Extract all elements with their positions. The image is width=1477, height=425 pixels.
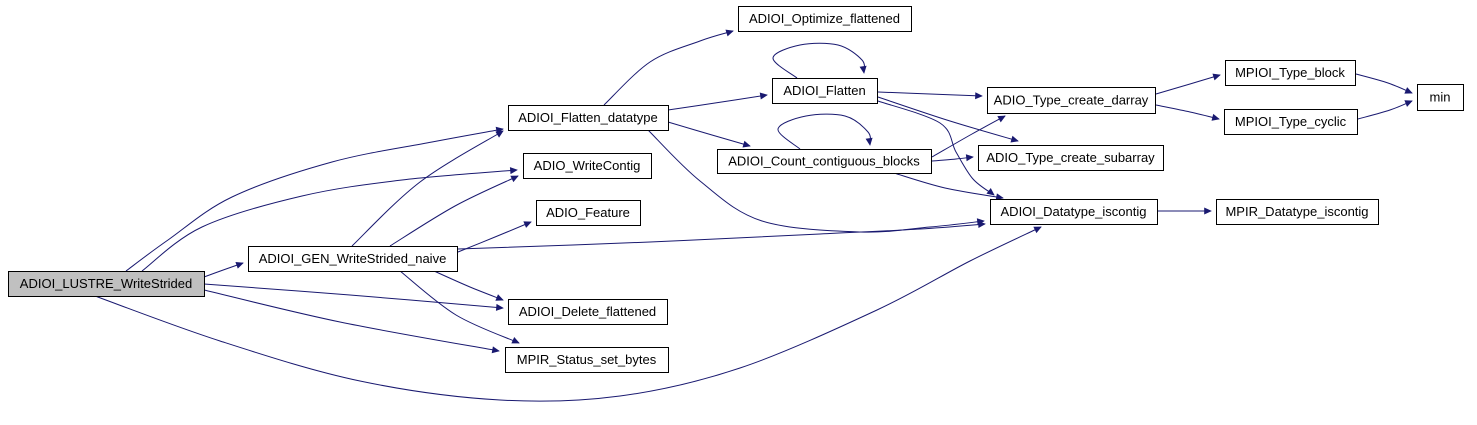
- edge-flatten-to-create_subarray: [877, 96, 1019, 143]
- edge-lustre-to-gen_naive: [203, 261, 244, 278]
- node-optimize_flattened[interactable]: ADIOI_Optimize_flattened: [738, 6, 912, 32]
- nodes-layer: ADIOI_LUSTRE_WriteStrided ADIOI_GEN_Write…: [8, 6, 1464, 373]
- node-mpir_iscontig[interactable]: MPIR_Datatype_iscontig: [1216, 199, 1379, 225]
- node-label-gen_naive: ADIOI_GEN_WriteStrided_naive: [259, 251, 447, 266]
- node-box-delete_flattened: [508, 299, 668, 325]
- node-label-feature: ADIO_Feature: [546, 205, 630, 220]
- edge-count_blocks-to-create_subarray: [931, 154, 974, 162]
- edges-layer: [94, 29, 1413, 402]
- node-label-datatype_iscontig: ADIOI_Datatype_iscontig: [1001, 204, 1147, 219]
- edge-gen_naive-to-delete_flattened: [433, 270, 504, 301]
- edge-gen_naive-to-flatten_datatype: [351, 130, 504, 247]
- edge-lustre-to-status_set_bytes: [203, 289, 500, 354]
- node-box-min: [1417, 84, 1464, 111]
- node-flatten_datatype[interactable]: ADIOI_Flatten_datatype: [508, 105, 669, 131]
- node-lustre: ADIOI_LUSTRE_WriteStrided: [8, 271, 205, 297]
- node-label-delete_flattened: ADIOI_Delete_flattened: [519, 304, 656, 319]
- node-box-create_darray: [987, 87, 1156, 114]
- node-label-create_subarray: ADIO_Type_create_subarray: [986, 150, 1155, 165]
- edge-count_blocks-to-count_blocks: [777, 113, 873, 150]
- node-label-count_blocks: ADIOI_Count_contiguous_blocks: [728, 154, 920, 169]
- node-box-create_subarray: [978, 145, 1164, 171]
- node-box-type_cyclic: [1224, 109, 1358, 135]
- edge-gen_naive-to-writecontig: [389, 175, 519, 247]
- node-box-feature: [536, 200, 641, 226]
- edge-flatten-to-datatype_iscontig: [877, 100, 995, 196]
- node-label-flatten_datatype: ADIOI_Flatten_datatype: [518, 110, 657, 125]
- edge-type_cyclic-to-min: [1357, 100, 1413, 120]
- edge-flatten_datatype-to-datatype_iscontig: [647, 129, 985, 233]
- node-delete_flattened[interactable]: ADIOI_Delete_flattened: [508, 299, 668, 325]
- node-label-lustre: ADIOI_LUSTRE_WriteStrided: [20, 276, 192, 291]
- node-create_subarray[interactable]: ADIO_Type_create_subarray: [978, 145, 1164, 171]
- node-box-writecontig: [523, 153, 652, 179]
- node-label-flatten: ADIOI_Flatten: [783, 83, 865, 98]
- edge-lustre-to-flatten_datatype: [125, 126, 504, 272]
- edge-create_darray-to-type_cyclic: [1155, 104, 1220, 121]
- node-box-lustre: [8, 271, 205, 297]
- node-label-min: min: [1430, 90, 1451, 105]
- edge-count_blocks-to-create_darray: [931, 115, 1006, 158]
- edge-lustre-to-writecontig: [141, 167, 518, 272]
- node-box-flatten: [772, 78, 878, 104]
- node-label-type_cyclic: MPIOI_Type_cyclic: [1235, 114, 1347, 129]
- edge-gen_naive-to-status_set_bytes: [399, 270, 520, 344]
- node-label-optimize_flattened: ADIOI_Optimize_flattened: [749, 11, 900, 26]
- edge-type_block-to-min: [1355, 73, 1413, 94]
- edge-gen_naive-to-datatype_iscontig: [457, 220, 986, 250]
- node-label-mpir_iscontig: MPIR_Datatype_iscontig: [1225, 204, 1368, 219]
- node-count_blocks[interactable]: ADIOI_Count_contiguous_blocks: [717, 149, 932, 174]
- node-create_darray[interactable]: ADIO_Type_create_darray: [987, 87, 1156, 114]
- node-type_block[interactable]: MPIOI_Type_block: [1225, 60, 1356, 86]
- node-type_cyclic[interactable]: MPIOI_Type_cyclic: [1224, 109, 1358, 135]
- node-box-mpir_iscontig: [1216, 199, 1379, 225]
- edge-flatten-to-create_darray: [877, 91, 983, 100]
- node-feature[interactable]: ADIO_Feature: [536, 200, 641, 226]
- edge-flatten_datatype-to-count_blocks: [667, 121, 751, 148]
- edge-flatten_datatype-to-optimize_flattened: [603, 29, 734, 106]
- node-box-gen_naive: [248, 246, 458, 272]
- node-gen_naive[interactable]: ADIOI_GEN_WriteStrided_naive: [248, 246, 458, 272]
- node-box-flatten_datatype: [508, 105, 669, 131]
- edge-count_blocks-to-datatype_iscontig: [893, 172, 1004, 201]
- edge-flatten-to-flatten: [772, 42, 867, 79]
- edge-lustre-to-datatype_iscontig: [94, 226, 1042, 402]
- node-label-type_block: MPIOI_Type_block: [1235, 65, 1345, 80]
- node-box-type_block: [1225, 60, 1356, 86]
- node-box-status_set_bytes: [505, 347, 669, 373]
- node-box-optimize_flattened: [738, 6, 912, 32]
- node-min[interactable]: min: [1417, 84, 1464, 111]
- node-label-writecontig: ADIO_WriteContig: [534, 158, 641, 173]
- node-flatten[interactable]: ADIOI_Flatten: [772, 78, 878, 104]
- edge-flatten_datatype-to-flatten: [667, 92, 768, 111]
- node-box-datatype_iscontig: [990, 199, 1158, 225]
- node-label-status_set_bytes: MPIR_Status_set_bytes: [517, 352, 657, 367]
- node-label-create_darray: ADIO_Type_create_darray: [994, 93, 1149, 108]
- node-datatype_iscontig[interactable]: ADIOI_Datatype_iscontig: [990, 199, 1158, 225]
- edge-create_darray-to-type_block: [1155, 73, 1221, 95]
- edge-lustre-to-delete_flattened: [203, 283, 504, 311]
- node-box-count_blocks: [717, 149, 932, 174]
- node-writecontig[interactable]: ADIO_WriteContig: [523, 153, 652, 179]
- node-status_set_bytes[interactable]: MPIR_Status_set_bytes: [505, 347, 669, 373]
